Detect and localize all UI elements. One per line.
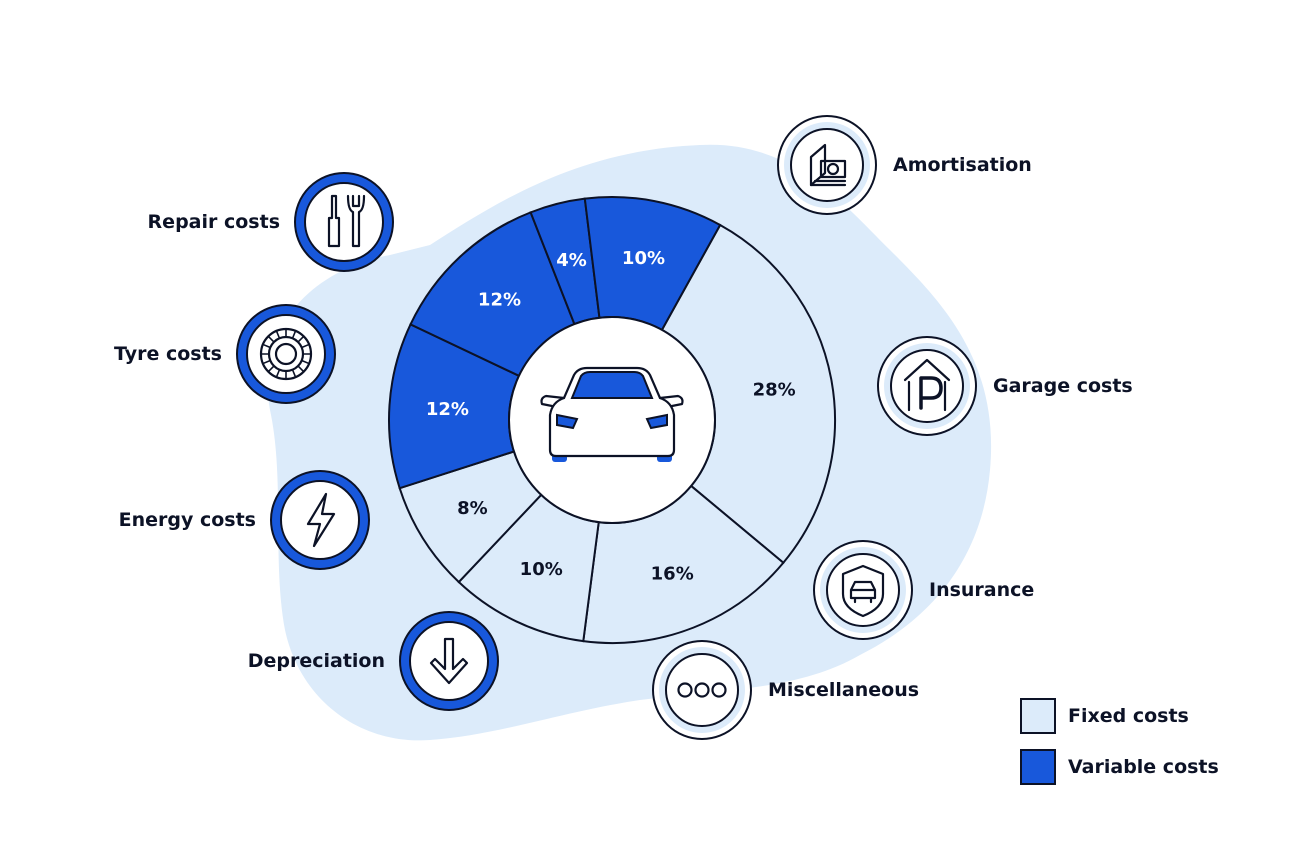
- amortisation-icon: [809, 143, 847, 187]
- slice-label: 12%: [478, 289, 521, 310]
- slice-label: 4%: [556, 250, 587, 271]
- category-label: Tyre costs: [114, 343, 222, 365]
- badge-insurance: [813, 540, 913, 640]
- legend-label: Variable costs: [1068, 756, 1219, 778]
- slice-label: 10%: [622, 248, 665, 269]
- badge-amortisation: [777, 115, 877, 215]
- ellipsis-icon: [677, 682, 727, 698]
- badge-depreciation: [399, 611, 499, 711]
- insurance-shield-car-icon: [841, 564, 885, 618]
- legend-label: Fixed costs: [1068, 705, 1189, 727]
- lightning-icon: [306, 492, 336, 548]
- slice-label: 12%: [426, 399, 469, 420]
- parking-garage-icon: [903, 358, 951, 412]
- category-label: Miscellaneous: [768, 679, 920, 701]
- slice-label: 16%: [651, 564, 694, 585]
- tyre-icon: [259, 327, 313, 381]
- slice-label: 28%: [753, 380, 796, 401]
- badge-miscellaneous: [652, 640, 752, 740]
- category-label: Energy costs: [118, 509, 256, 531]
- category-label: Repair costs: [147, 211, 280, 233]
- category-label: Depreciation: [247, 650, 385, 672]
- arrow-down-icon: [429, 637, 469, 685]
- legend-swatch: [1020, 749, 1056, 785]
- legend-swatch: [1020, 698, 1056, 734]
- category-label: Amortisation: [893, 154, 1032, 176]
- category-label: Insurance: [929, 579, 1035, 601]
- legend-item-variable: Variable costs: [1020, 749, 1219, 785]
- badge-repair-costs: [294, 172, 394, 272]
- car-icon: [540, 366, 684, 462]
- badge-energy-costs: [270, 470, 370, 570]
- slice-label: 10%: [520, 559, 563, 580]
- tools-icon: [327, 194, 366, 248]
- legend-item-fixed: Fixed costs: [1020, 698, 1189, 734]
- badge-tyre-costs: [236, 304, 336, 404]
- badge-garage-costs: [877, 336, 977, 436]
- slice-label: 8%: [457, 498, 488, 519]
- category-label: Garage costs: [993, 375, 1133, 397]
